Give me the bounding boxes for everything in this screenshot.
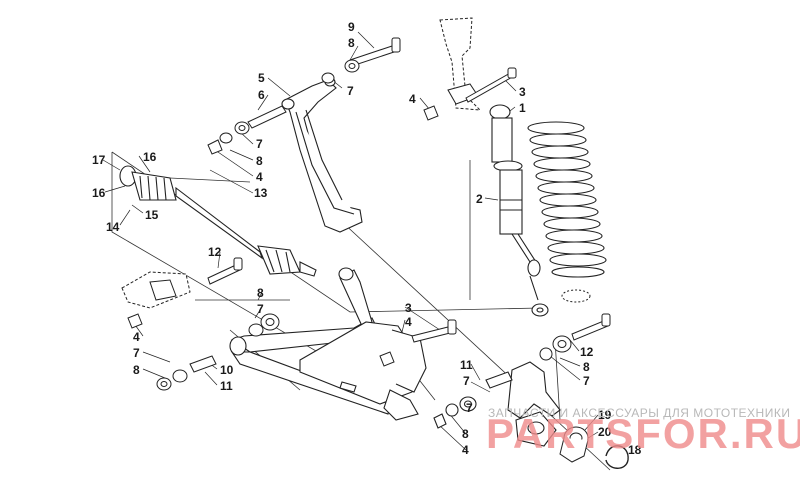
callout-label: 17: [92, 153, 106, 167]
right-bolt-group: [539, 313, 611, 361]
callout-label: 16: [143, 150, 157, 164]
watermark-caption: ЗАПЧАСТИ И АКСЕССУАРЫ ДЛЯ МОТОТЕХНИКИ: [488, 406, 790, 420]
watermark: ЗАПЧАСТИ И АКСЕССУАРЫ ДЛЯ МОТОТЕХНИКИ PA…: [486, 406, 800, 457]
callout-label: 9: [348, 20, 355, 34]
callout-label: 7: [466, 401, 473, 415]
shock-top-bolt: [423, 67, 517, 121]
lower-left-bushings: [156, 313, 280, 391]
callout-label: 18: [628, 443, 642, 457]
callout-label: 7: [583, 374, 590, 388]
callout-label: 16: [92, 186, 106, 200]
callout-label: 7: [133, 346, 140, 360]
callout-label: 3: [519, 85, 526, 99]
callout-label: 8: [133, 363, 140, 377]
lower-knuckle: [433, 361, 561, 447]
watermark-brand: PARTSFOR.RU: [486, 410, 800, 457]
callout-label: 4: [462, 443, 469, 457]
callout-label: 1: [519, 101, 526, 115]
upper-frame-bracket: [439, 17, 482, 111]
callout-label: 4: [256, 170, 263, 184]
callout-label: 20: [598, 425, 612, 439]
callout-label: 4: [409, 92, 416, 106]
callout-label: 7: [256, 137, 263, 151]
center-bolt: [379, 319, 457, 367]
callout-label: 7: [463, 374, 470, 388]
callout-label: 7: [347, 84, 354, 98]
callout-label: 13: [254, 186, 268, 200]
callout-label: 8: [583, 360, 590, 374]
callout-label: 5: [258, 71, 265, 85]
callout-label: 8: [348, 36, 355, 50]
cv-drive-shaft: [119, 165, 317, 277]
callout-label: 12: [208, 245, 222, 259]
callout-label: 4: [133, 330, 140, 344]
callout-label: 2: [476, 192, 483, 206]
lower-a-arm: [229, 267, 427, 421]
callout-label: 15: [145, 208, 159, 222]
upper-trailing-arm: [281, 77, 363, 233]
callout-label: 14: [106, 220, 120, 234]
shock-absorber: [489, 104, 549, 317]
upper-bolts: [207, 37, 401, 155]
lower-frame-bracket: [121, 271, 191, 329]
callout-label: 11: [460, 358, 473, 372]
bearing-and-snap-ring: [559, 426, 629, 469]
callout-label: 12: [580, 345, 594, 359]
callout-label: 11: [220, 379, 233, 393]
callout-label: 6: [258, 88, 265, 102]
callout-label: 3: [405, 301, 412, 315]
callout-labels: 9 8 5 6 7 7 8 4 17 16 16 15 14 13 12 4 3…: [92, 20, 642, 457]
callout-label: 4: [405, 315, 412, 329]
callout-label: 7: [257, 302, 264, 316]
spring-adjuster-ring: [561, 289, 591, 303]
lower-left-bolt: [207, 257, 243, 285]
callout-label: 8: [256, 154, 263, 168]
callout-label: 8: [257, 286, 264, 300]
callout-label: 8: [462, 427, 469, 441]
callout-label: 10: [220, 363, 234, 377]
coil-spring: [527, 121, 607, 278]
callout-label: 19: [598, 408, 612, 422]
